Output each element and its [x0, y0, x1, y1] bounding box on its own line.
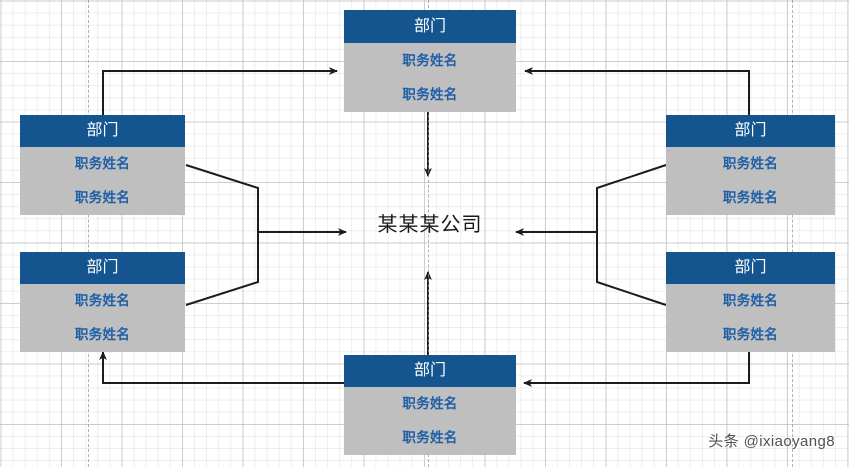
- dept-box-top[interactable]: 部门 职务姓名 职务姓名: [344, 10, 516, 112]
- dept-role: 职务姓名: [722, 327, 779, 343]
- dept-role: 职务姓名: [722, 293, 779, 309]
- vertical-guide-right: [792, 0, 793, 467]
- dept-roles: 职务姓名 职务姓名: [666, 284, 835, 352]
- dept-title: 部门: [666, 252, 835, 284]
- dept-title: 部门: [20, 252, 185, 284]
- connector-left-upper-to-top: [102, 67, 338, 118]
- dept-box-right-upper[interactable]: 部门 职务姓名 职务姓名: [666, 115, 835, 215]
- vertical-guide-center: [428, 0, 429, 467]
- dept-role: 职务姓名: [722, 190, 779, 206]
- dept-box-left-upper[interactable]: 部门 职务姓名 职务姓名: [20, 115, 185, 215]
- dept-title: 部门: [20, 115, 185, 147]
- dept-title: 部门: [344, 355, 516, 387]
- watermark-text: 头条 @ixiaoyang8: [708, 433, 835, 450]
- dept-title: 部门: [344, 10, 516, 43]
- dept-roles: 职务姓名 职务姓名: [666, 147, 835, 215]
- dept-roles: 职务姓名 职务姓名: [20, 284, 185, 352]
- dept-roles: 职务姓名 职务姓名: [344, 43, 516, 112]
- center-company-label: 某某某公司: [377, 214, 483, 236]
- bracket-right-merge: [596, 164, 667, 306]
- dept-role: 职务姓名: [402, 52, 458, 68]
- dept-box-bottom[interactable]: 部门 职务姓名 职务姓名: [344, 355, 516, 455]
- dept-box-right-lower[interactable]: 部门 职务姓名 职务姓名: [666, 252, 835, 352]
- dept-role: 职务姓名: [74, 190, 131, 206]
- dept-role: 职务姓名: [402, 430, 458, 446]
- dept-role: 职务姓名: [74, 156, 131, 172]
- connector-right-upper-to-top: [524, 67, 750, 118]
- bracket-left-merge: [185, 164, 259, 306]
- connector-right-lower-to-bottom: [523, 352, 750, 387]
- dept-title: 部门: [666, 115, 835, 147]
- dept-role: 职务姓名: [722, 156, 779, 172]
- dept-role: 职务姓名: [74, 327, 131, 343]
- dept-roles: 职务姓名 职务姓名: [344, 387, 516, 455]
- vertical-guide-left: [88, 0, 89, 467]
- dept-role: 职务姓名: [402, 87, 458, 102]
- dept-role: 职务姓名: [74, 293, 131, 309]
- dept-box-left-lower[interactable]: 部门 职务姓名 职务姓名: [20, 252, 185, 352]
- dept-role: 职务姓名: [402, 396, 458, 412]
- dept-roles: 职务姓名 职务姓名: [20, 147, 185, 215]
- connector-bottom-to-left-lower: [99, 351, 344, 384]
